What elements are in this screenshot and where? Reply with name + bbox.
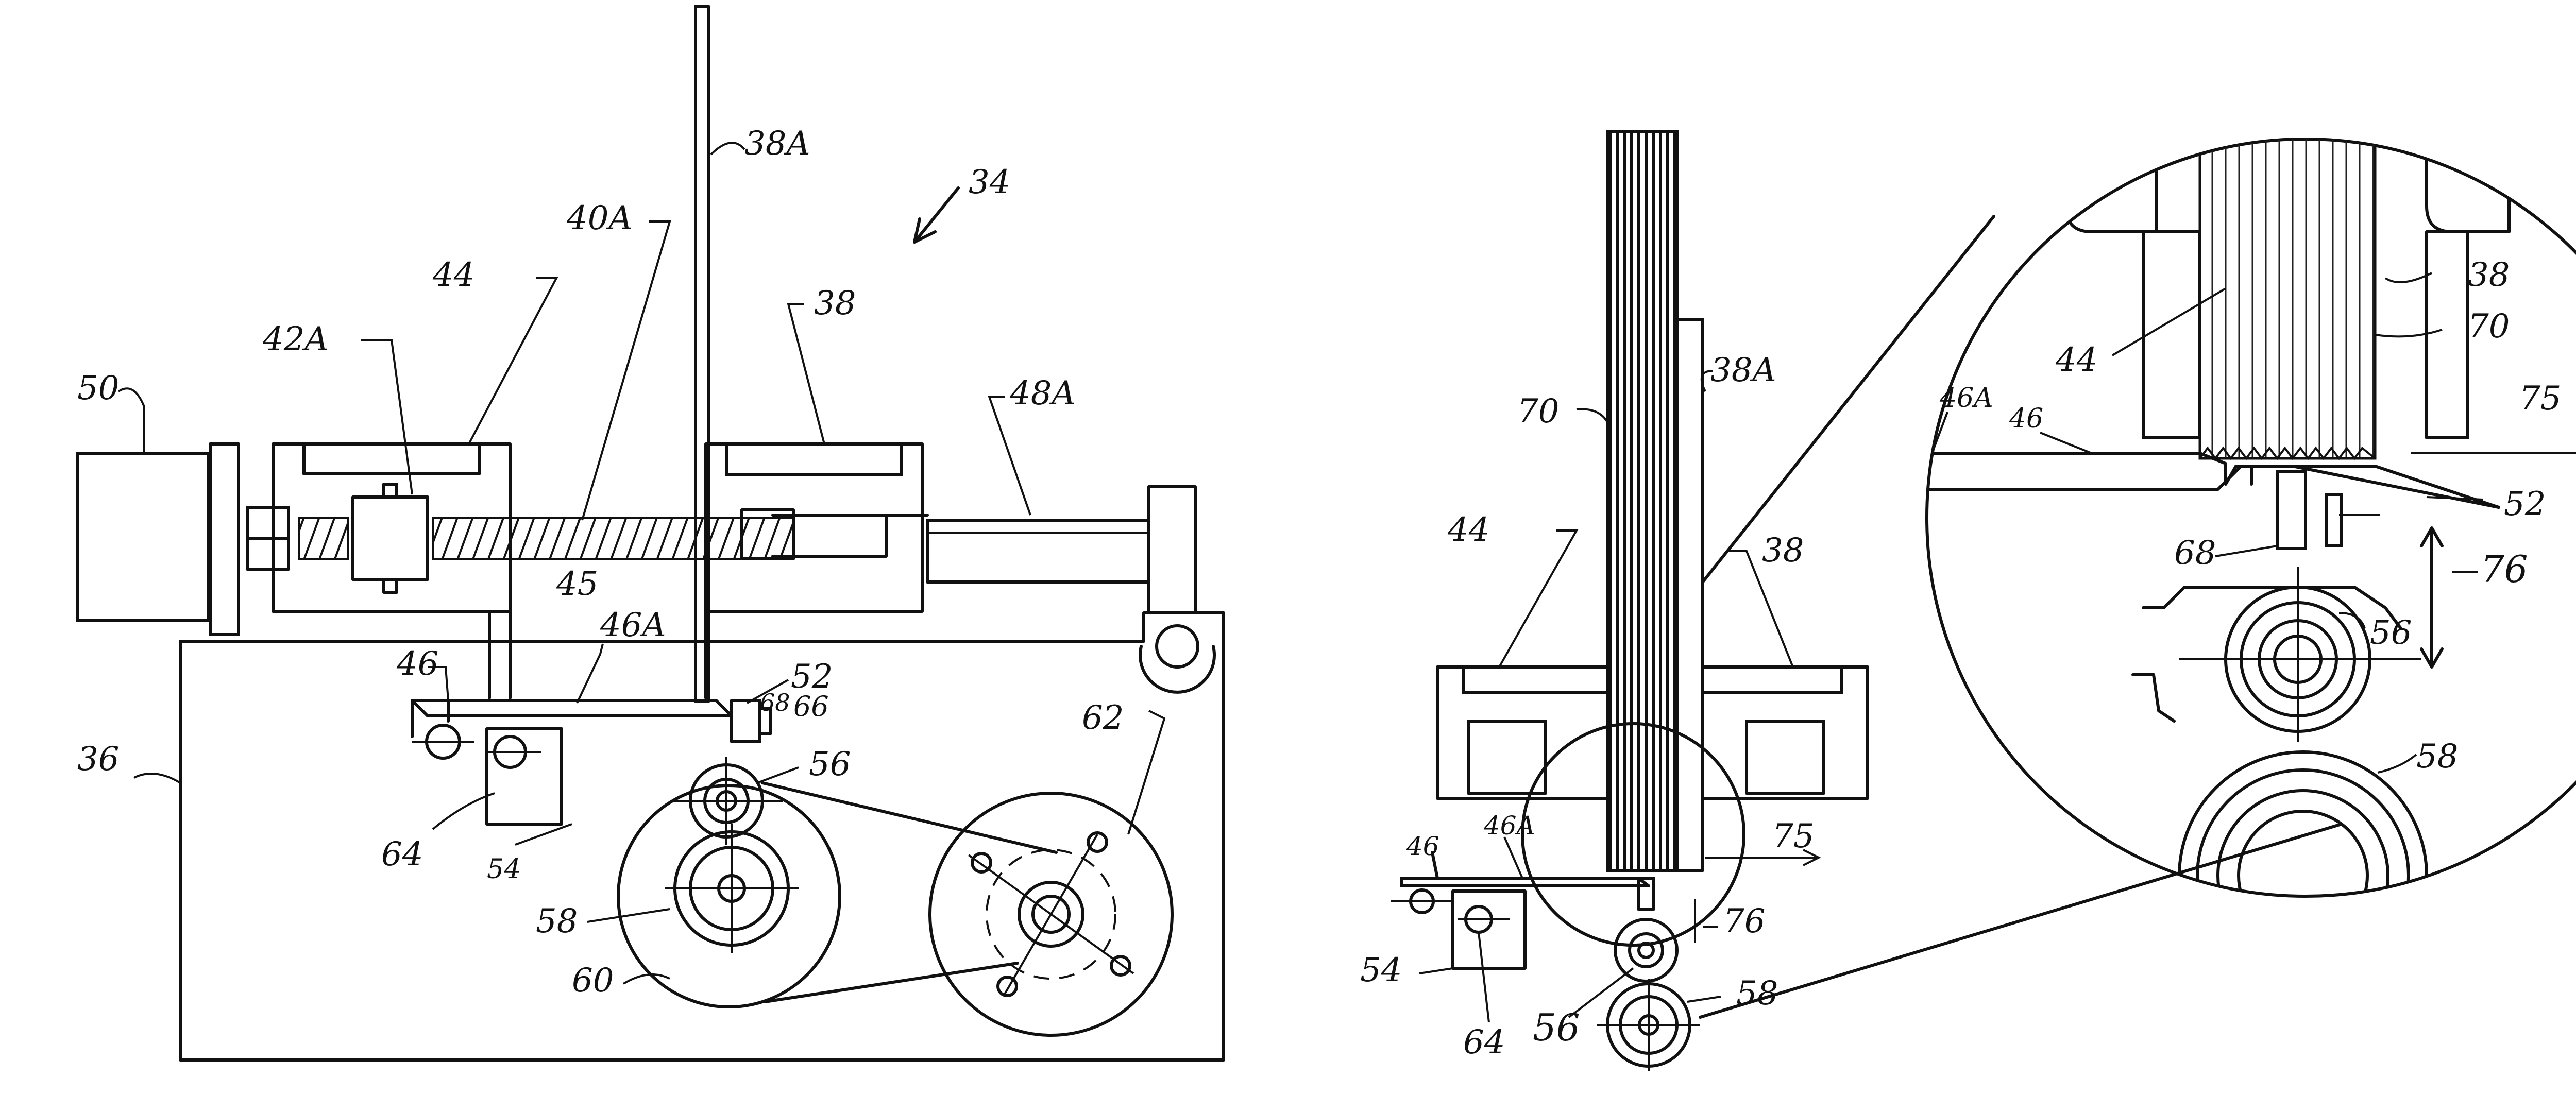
label-56-mid: 56 (1533, 1006, 1580, 1049)
label-62: 62 (1082, 699, 1124, 737)
lever-46 (412, 700, 732, 716)
label-54: 54 (487, 854, 521, 885)
label-45: 45 (556, 565, 598, 603)
label-70-detail: 70 (2468, 307, 2510, 346)
block-54-mid (1453, 891, 1525, 968)
label-40a: 40A (566, 199, 633, 237)
label-46a-detail: 46A (1939, 383, 1993, 414)
label-58: 58 (536, 902, 578, 940)
label-52-detail: 52 (2504, 485, 2546, 523)
motor-50 (77, 453, 209, 621)
label-56: 56 (809, 745, 851, 783)
cutter-68 (732, 700, 760, 742)
label-64-mid: 64 (1463, 1023, 1505, 1062)
label-50: 50 (77, 369, 119, 407)
label-38a-mid: 38A (1710, 351, 1776, 389)
label-75-mid: 75 (1772, 817, 1814, 856)
label-60: 60 (572, 962, 614, 1000)
label-38: 38 (814, 284, 856, 322)
lever-46-mid (1401, 878, 1649, 886)
left-figure: 50 42A 44 40A 38A 34 38 48A 45 46A 46 52… (77, 6, 1224, 1060)
stack-70 (1607, 131, 1677, 870)
label-70-mid: 70 (1517, 392, 1559, 431)
label-38-detail: 38 (2468, 256, 2510, 294)
label-58-mid: 58 (1736, 974, 1778, 1013)
detail-cutter-68 (2277, 471, 2306, 549)
end-pivot (1157, 626, 1198, 667)
label-68: 68 (760, 689, 790, 716)
label-36: 36 (77, 740, 119, 778)
label-76-mid: 76 (1723, 902, 1765, 940)
label-46-detail: 46 (2009, 403, 2043, 434)
wheel-62 (930, 793, 1172, 1035)
motor-flange (210, 444, 239, 635)
frame-36 (180, 613, 1224, 1060)
detail-roller-56 (2179, 567, 2421, 742)
label-46-mid: 46 (1406, 831, 1439, 861)
label-76-detail: 76 (2481, 548, 2528, 591)
detail-roller-58 (2179, 752, 2427, 999)
label-44: 44 (432, 256, 474, 294)
blade-38a-mid (1677, 319, 1703, 870)
label-54-mid: 54 (1360, 951, 1402, 989)
label-66: 66 (793, 690, 829, 723)
label-46: 46 (396, 645, 438, 683)
label-68-detail: 68 (2174, 534, 2216, 572)
label-44-detail: 44 (2055, 341, 2097, 379)
label-38-mid: 38 (1762, 532, 1804, 570)
middle-figure: 70 38A 44 38 46 46A 75 76 54 64 56 58 (1360, 131, 2342, 1071)
label-48a: 48A (1009, 374, 1076, 413)
roller-58 (665, 824, 799, 953)
detail-lever-46 (1855, 453, 2251, 484)
label-38a: 38A (744, 125, 810, 163)
label-44-mid: 44 (1447, 511, 1489, 549)
label-42a: 42A (262, 320, 329, 358)
label-75-detail: 75 (2519, 380, 2561, 418)
nut-42a (353, 497, 428, 579)
label-34: 34 (969, 163, 1010, 201)
rail-48a (927, 520, 1149, 582)
label-46a: 46A (600, 606, 666, 644)
lead-screw-40a (299, 518, 348, 559)
label-56-detail: 56 (2370, 614, 2412, 652)
label-46a-mid: 46A (1483, 811, 1535, 841)
label-64: 64 (381, 835, 423, 874)
label-58-detail: 58 (2416, 738, 2458, 776)
